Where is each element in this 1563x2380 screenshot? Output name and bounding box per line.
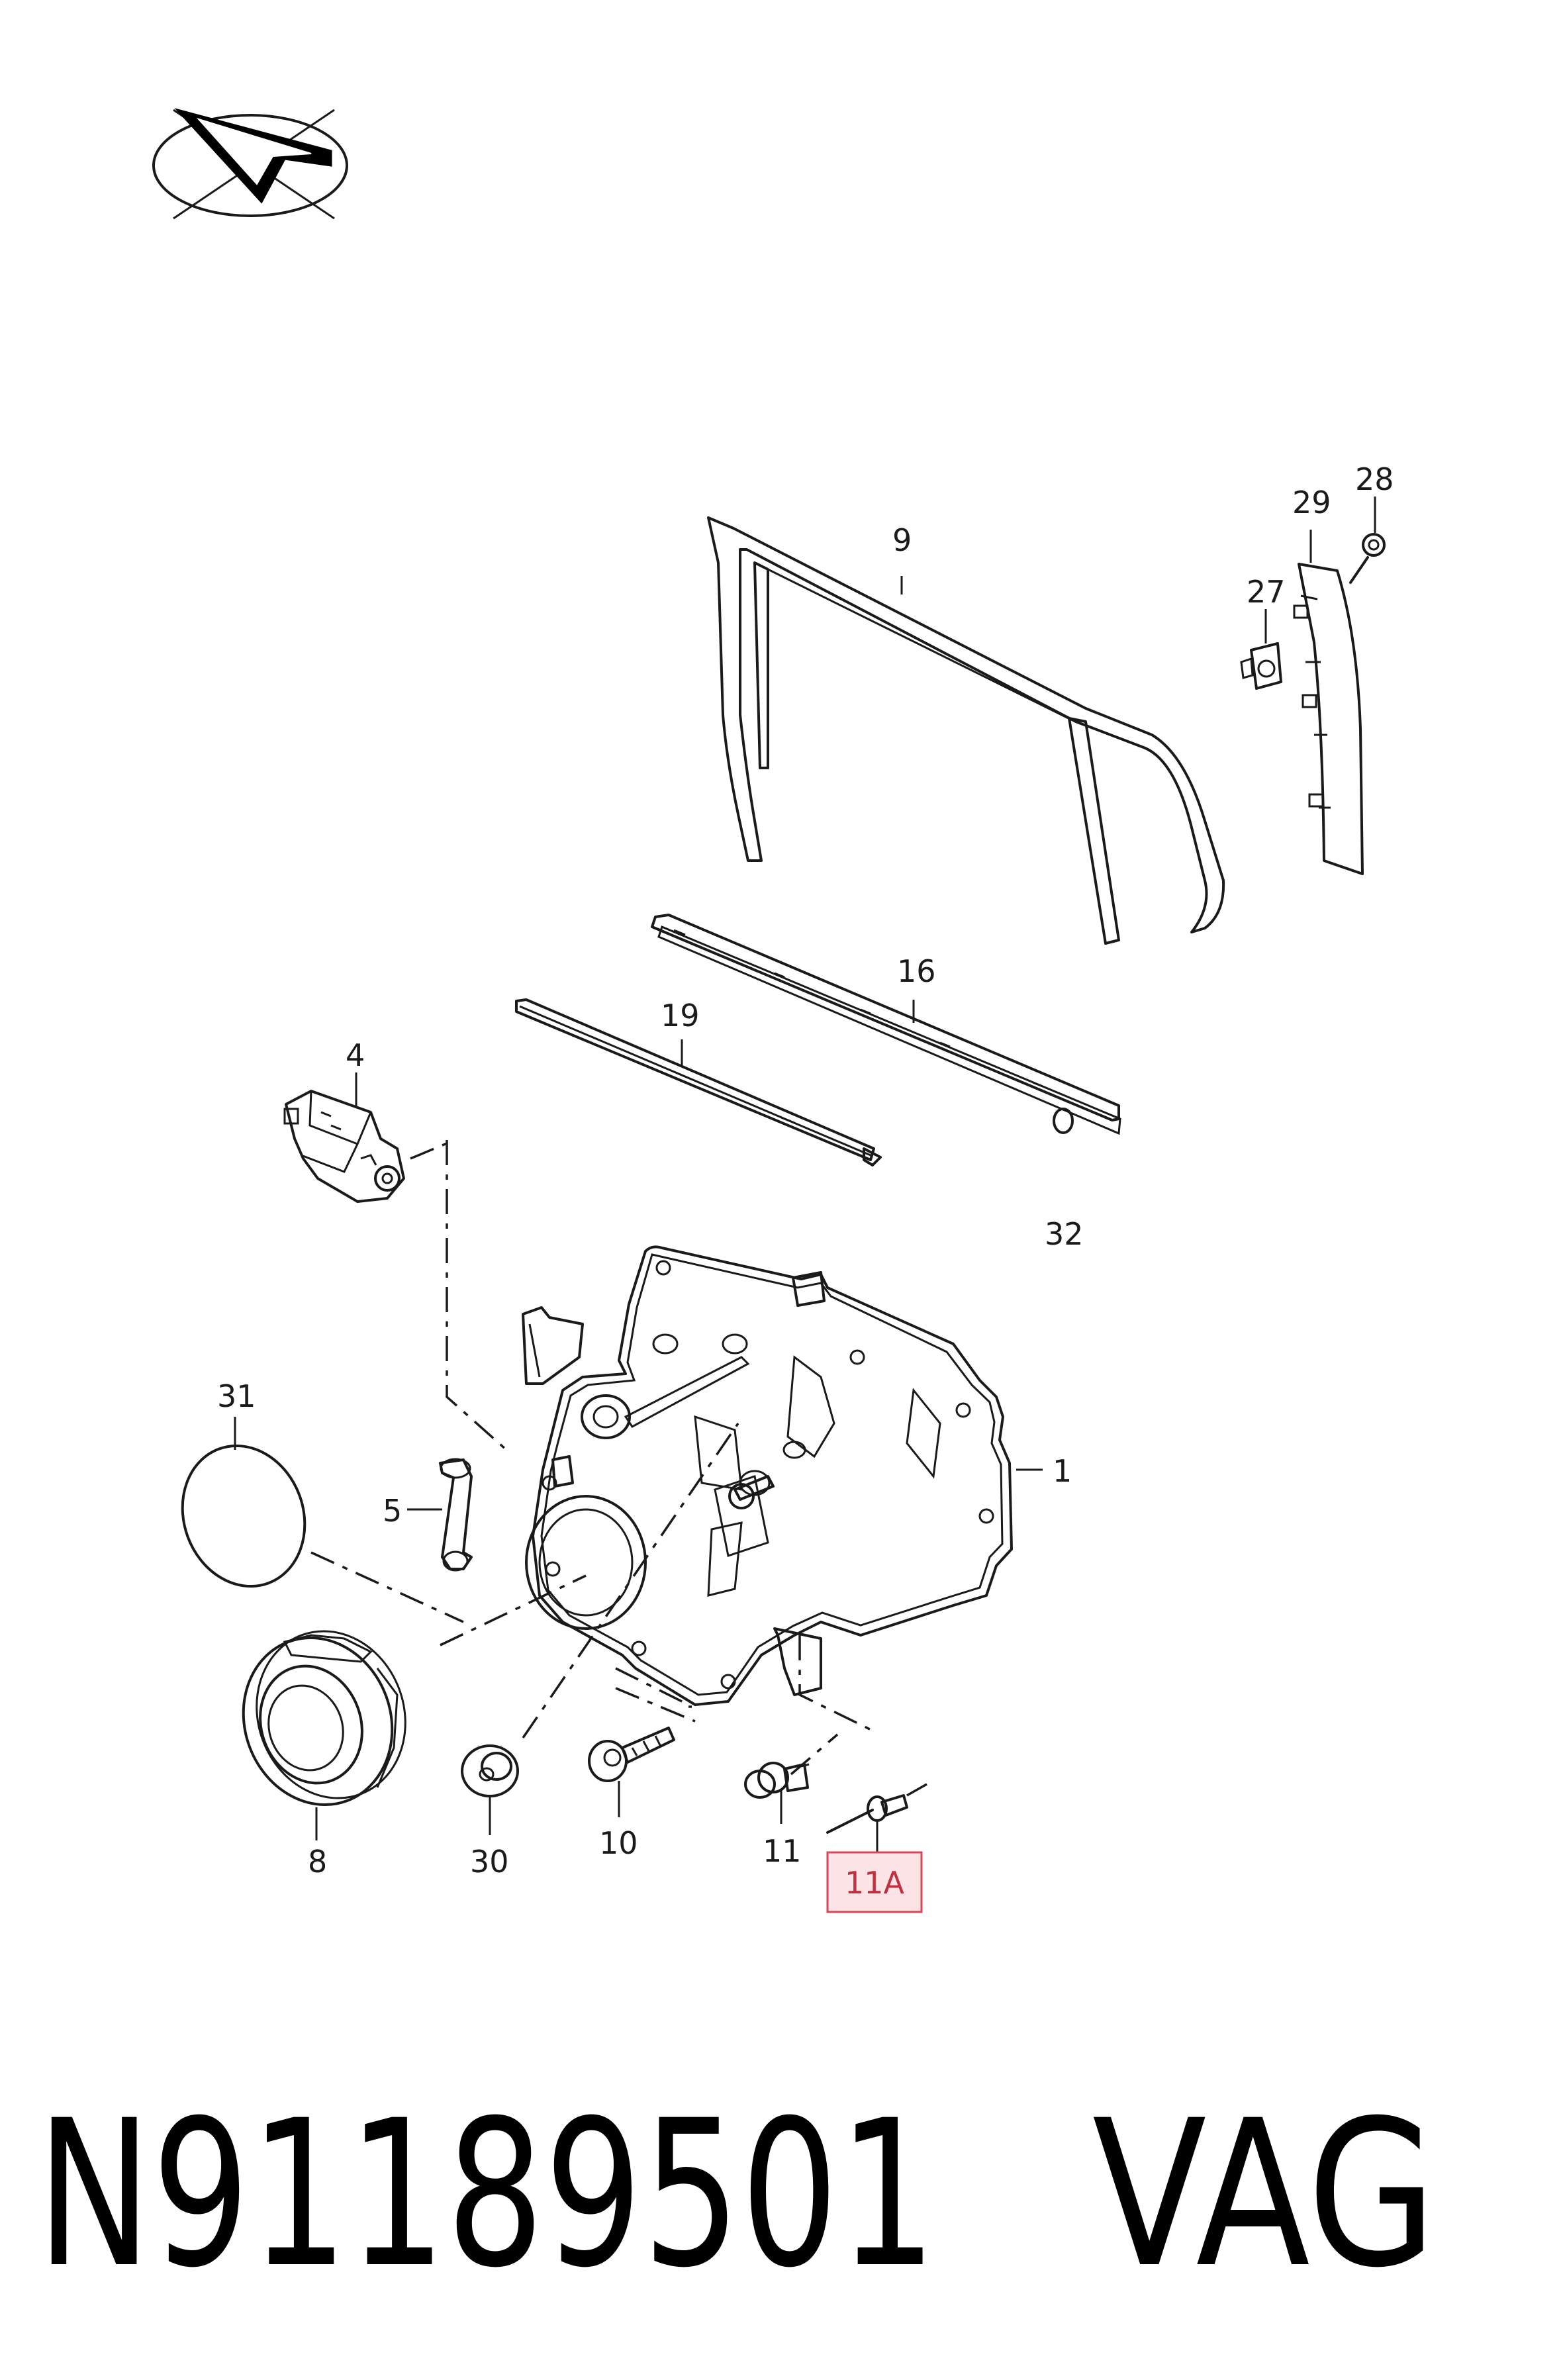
assembly-lines bbox=[310, 1140, 927, 1797]
inner-waist-seal-part-19 bbox=[515, 998, 882, 1166]
callout-29: 29 bbox=[1292, 485, 1331, 520]
callout-11a-highlight-box bbox=[826, 1851, 923, 1913]
grommet-part-30 bbox=[461, 1744, 519, 1797]
crank-lever-part-5 bbox=[439, 1458, 473, 1572]
screw-part-28 bbox=[1349, 533, 1386, 584]
callout-16: 16 bbox=[897, 953, 936, 989]
callout-9: 9 bbox=[892, 522, 912, 558]
callout-27: 27 bbox=[1247, 574, 1286, 610]
callout-11a: 11A bbox=[845, 1865, 905, 1901]
trim-strip-part-29 bbox=[1293, 563, 1364, 875]
seal-disc-part-31 bbox=[181, 1444, 307, 1588]
callout-31: 31 bbox=[217, 1378, 256, 1414]
outer-waist-seal-part-16 bbox=[651, 914, 1121, 1135]
clip-part-27 bbox=[1240, 642, 1282, 690]
screw-part-10 bbox=[588, 1727, 675, 1782]
clip-part-11 bbox=[744, 1762, 810, 1799]
callout-8: 8 bbox=[308, 1844, 327, 1880]
loudspeaker-part-8 bbox=[242, 1630, 406, 1807]
callout-19: 19 bbox=[661, 998, 700, 1033]
callout-11: 11 bbox=[763, 1833, 802, 1869]
callout-1: 1 bbox=[1053, 1453, 1072, 1489]
pin-rivet-part-11a bbox=[826, 1794, 908, 1834]
window-frame-part-9 bbox=[707, 516, 1225, 945]
regulator-motor-part-4 bbox=[283, 1090, 405, 1203]
leader-lines bbox=[234, 497, 1376, 1859]
callout-10: 10 bbox=[599, 1825, 638, 1861]
callout-32: 32 bbox=[1045, 1216, 1084, 1252]
part-number: N91189501 bbox=[36, 2077, 937, 2312]
callout-28: 28 bbox=[1355, 461, 1394, 497]
compass-arrow-logo-icon bbox=[152, 108, 348, 220]
brand-name: VAG bbox=[1092, 2077, 1437, 2312]
grommet-part-32 bbox=[1053, 1108, 1074, 1134]
callout-4: 4 bbox=[346, 1037, 365, 1073]
callout-5: 5 bbox=[383, 1493, 402, 1529]
callout-labels: 1 4 5 8 9 10 11 16 19 27 28 29 30 31 32 … bbox=[217, 461, 1394, 1913]
door-module-panel-part-1 bbox=[522, 1245, 1013, 1706]
callout-30: 30 bbox=[470, 1844, 509, 1880]
